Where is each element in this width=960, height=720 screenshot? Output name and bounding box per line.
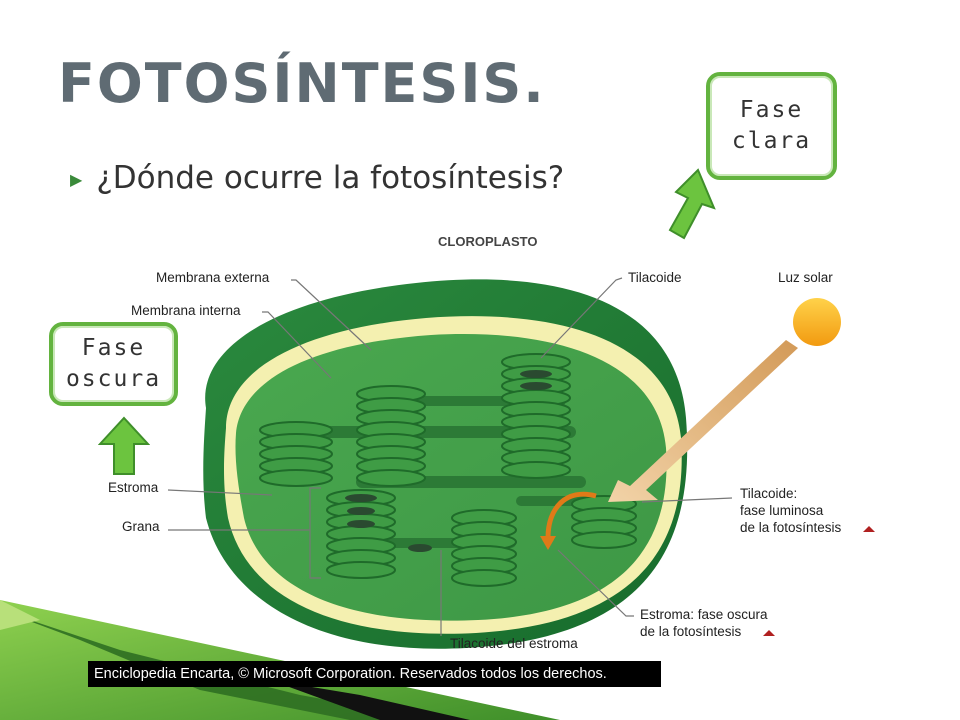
leader-line bbox=[167, 489, 273, 496]
leader-line bbox=[540, 277, 623, 359]
sun-icon bbox=[793, 298, 841, 346]
thylakoid-lumen bbox=[347, 520, 375, 528]
label-estroma-fase-2: de la fotosíntesis bbox=[640, 624, 742, 639]
label-estroma-fase-1: Estroma: fase oscura bbox=[640, 607, 768, 622]
label-tilacoide-fase-3: de la fotosíntesis bbox=[740, 520, 842, 535]
thylakoid-lumen bbox=[345, 494, 377, 502]
bullet-question: ▶ ¿Dónde ocurre la fotosíntesis? bbox=[70, 160, 564, 196]
diagram-heading: CLOROPLASTO bbox=[438, 234, 537, 249]
callout-fase-clara-text: Fase clara bbox=[731, 97, 812, 154]
credit-bar: Enciclopedia Encarta, © Microsoft Corpor… bbox=[88, 661, 661, 687]
arrow-up-icon bbox=[98, 416, 150, 475]
thylakoid-lumen bbox=[520, 370, 552, 378]
callout-fase-oscura: Fase oscura bbox=[49, 322, 178, 406]
label-tilacoide: Tilacoide bbox=[628, 270, 682, 285]
leader-line bbox=[291, 279, 372, 351]
thylakoid-lumen bbox=[520, 382, 552, 390]
more-info-triangle-icon[interactable] bbox=[863, 526, 875, 532]
callout-fase-oscura-text: Fase oscura bbox=[65, 335, 162, 392]
decorative-swoosh bbox=[0, 600, 560, 720]
label-tilacoide-fase-2: fase luminosa bbox=[740, 503, 824, 518]
thylakoid-lumen bbox=[347, 507, 375, 515]
granum-4 bbox=[326, 489, 396, 579]
arrow-up-right-icon bbox=[668, 168, 716, 240]
orange-curved-arrow bbox=[545, 491, 597, 539]
bullet-text: ¿Dónde ocurre la fotosíntesis? bbox=[96, 160, 565, 196]
label-membrana-interna: Membrana interna bbox=[131, 303, 241, 318]
orange-arrowhead bbox=[540, 536, 556, 550]
granum-5 bbox=[451, 509, 517, 587]
leader-line bbox=[641, 497, 733, 503]
stroma-thylakoid-lumen bbox=[408, 544, 432, 552]
slide-title: FOTOSÍNTESIS. bbox=[58, 52, 546, 115]
granum-6 bbox=[571, 495, 637, 549]
label-membrana-externa: Membrana externa bbox=[156, 270, 270, 285]
label-tilacoide-fase-1: Tilacoide: bbox=[740, 486, 797, 501]
granum-2 bbox=[356, 385, 426, 487]
light-beam-arrow bbox=[608, 340, 798, 502]
label-grana: Grana bbox=[122, 519, 160, 534]
bullet-triangle-icon: ▶ bbox=[70, 170, 83, 189]
more-info-triangle-icon[interactable] bbox=[763, 630, 775, 636]
label-tilacoide-estroma: Tilacoide del estroma bbox=[450, 636, 578, 651]
granum-1 bbox=[259, 421, 333, 487]
callout-fase-clara: Fase clara bbox=[706, 72, 837, 180]
grana-bracket bbox=[309, 487, 321, 579]
chloroplast-diagram: CLOROPLASTO bbox=[108, 234, 875, 651]
label-luz-solar: Luz solar bbox=[778, 270, 833, 285]
leader-line bbox=[557, 549, 634, 617]
leader-line bbox=[262, 311, 332, 379]
label-estroma: Estroma bbox=[108, 480, 159, 495]
